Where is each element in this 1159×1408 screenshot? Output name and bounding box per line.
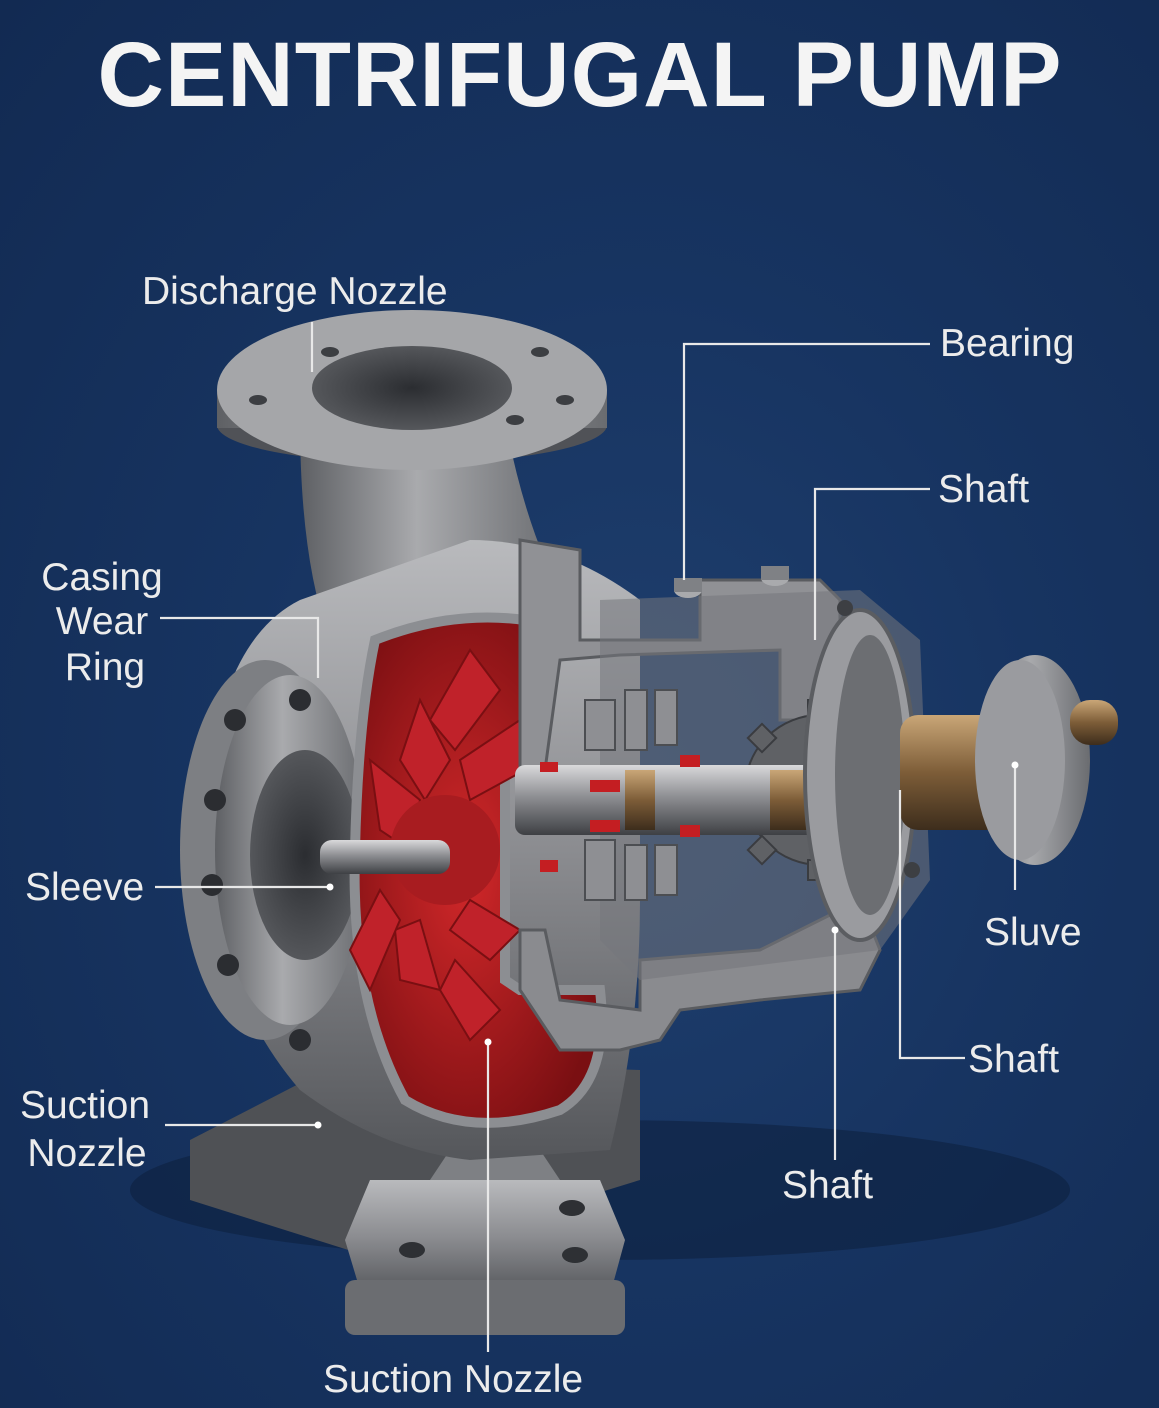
label-suction-nozzle-bottom: Suction Nozzle: [323, 1358, 583, 1401]
label-bearing: Bearing: [940, 322, 1074, 365]
label-shaft-top: Shaft: [938, 468, 1029, 511]
label-shaft-bottom: Shaft: [782, 1164, 873, 1207]
leader-bearing: [682, 342, 930, 580]
leader-lines: [155, 322, 1019, 1352]
pump-illustration: [130, 310, 1118, 1335]
label-suction-nozzle-left-2: Nozzle: [27, 1132, 146, 1175]
labels: Discharge Nozzle Bearing Shaft Casing We…: [20, 270, 1082, 1401]
label-casing-wear-ring-2: Wear: [56, 600, 148, 643]
label-sluve: Sluve: [984, 911, 1082, 954]
label-suction-nozzle-left-1: Suction: [20, 1084, 150, 1127]
label-discharge-nozzle: Discharge Nozzle: [142, 270, 448, 313]
label-shaft-right: Shaft: [968, 1038, 1059, 1081]
label-sleeve: Sleeve: [25, 866, 144, 909]
leader-shaft-right: [898, 790, 965, 1060]
label-casing-wear-ring-1: Casing: [41, 556, 162, 599]
leader-casing-wear-ring: [160, 616, 320, 678]
page-title: CENTRIFUGAL PUMP: [98, 24, 1063, 126]
leader-shaft-top: [813, 487, 930, 640]
label-casing-wear-ring-3: Ring: [65, 646, 145, 689]
